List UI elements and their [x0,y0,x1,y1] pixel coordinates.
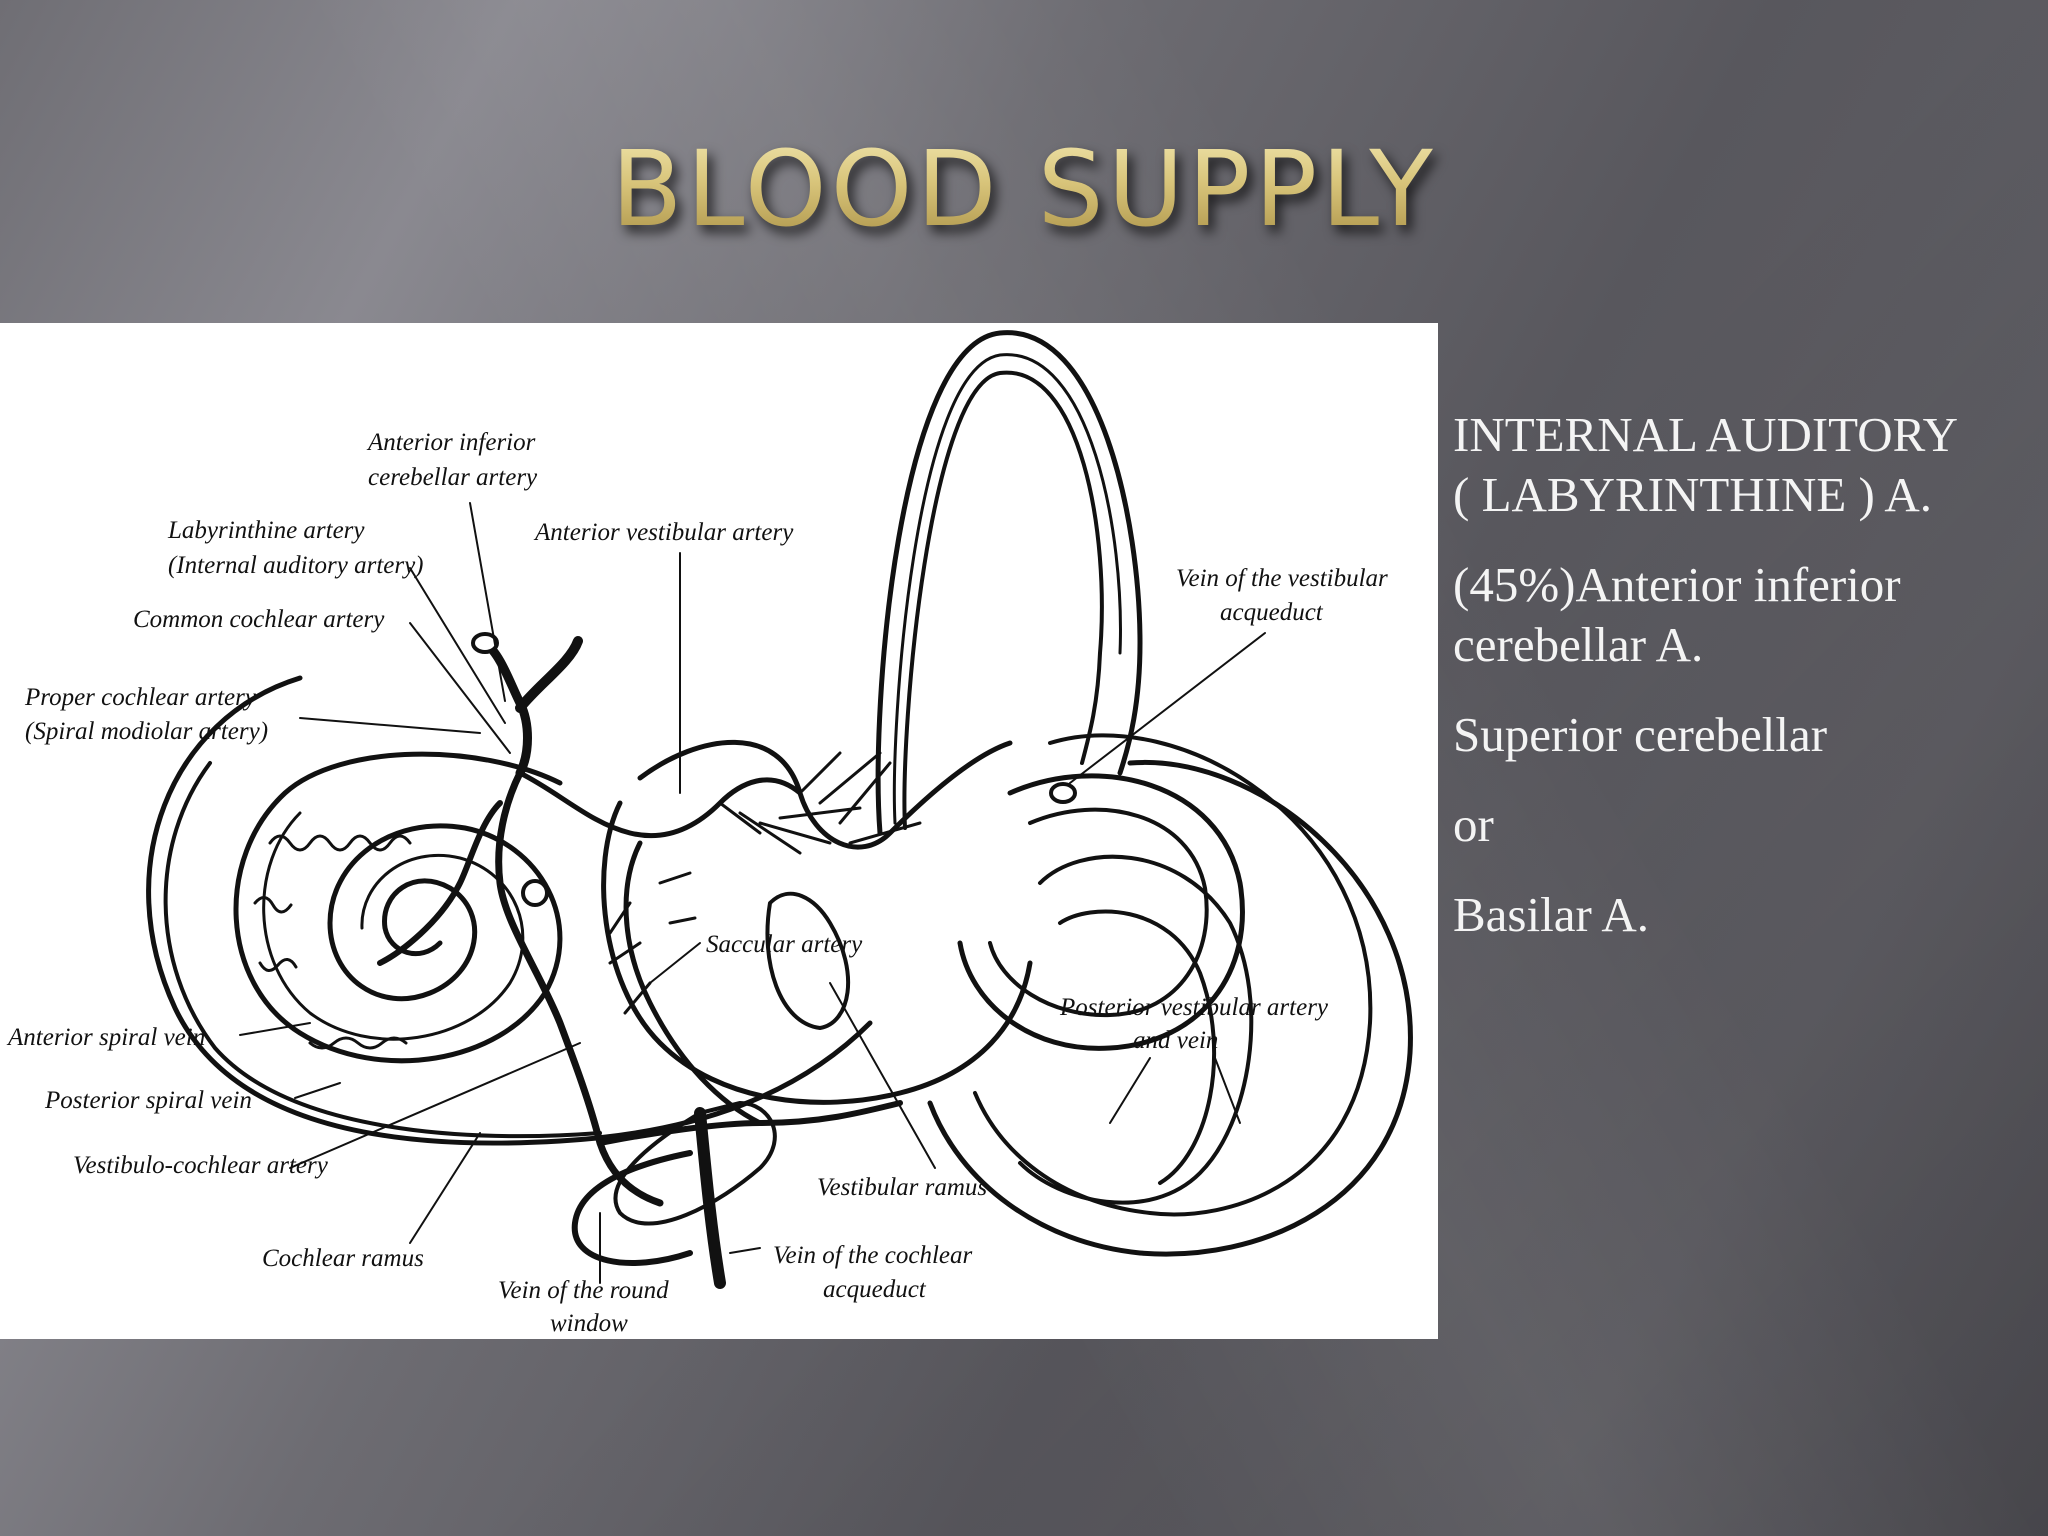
cochlea-spiral-wavy [253,834,412,1050]
side-text-internal-auditory: INTERNAL AUDITORY ( LABYRINTHINE ) A. [1453,405,2033,525]
cochlea-outline [146,675,873,1146]
label-aica-1: Anterior inferior [366,429,536,456]
label-common-cochlear: Common cochlear artery [133,606,385,633]
artery-cut-end [471,632,499,654]
side-text-aica: (45%)Anterior inferior cerebellar A. [1453,555,2033,675]
superior-canal [875,330,1143,836]
label-vein-cochlear-aqueduct-2: acqueduct [823,1276,927,1303]
common-cochlear-path [495,769,664,1207]
cochlea-spiral-inner [262,811,525,1041]
label-labyrinthine-1: Labyrinthine artery [167,517,365,544]
vestibule-body [601,800,1033,1105]
label-anterior-spiral-vein: Anterior spiral vein [6,1024,205,1051]
label-proper-cochlear-1: Proper cochlear artery [24,684,257,711]
vein-cochlear-aqueduct [694,1107,726,1289]
label-cochlear-ramus: Cochlear ramus [262,1245,424,1272]
label-vein-vestibular-aqueduct-2: acqueduct [1220,599,1324,626]
diagram-drawing: Anterior inferior cerebellar artery Laby… [6,330,1413,1337]
label-posterior-vestibular-2: and vein [1133,1027,1218,1054]
label-vein-cochlear-aqueduct-1: Vein of the cochlear [773,1242,973,1269]
label-aica-2: cerebellar artery [368,464,538,491]
saccular-branches [608,871,697,1015]
label-vein-round-window-2: window [550,1310,628,1337]
inner-ear-blood-supply-diagram: Anterior inferior cerebellar artery Laby… [0,323,1438,1339]
label-vestibular-ramus: Vestibular ramus [817,1174,987,1201]
label-proper-cochlear-2: (Spiral modiolar artery) [25,718,268,745]
proper-cochlear-path [377,800,503,966]
label-labyrinthine-2: (Internal auditory artery) [168,552,424,579]
superior-canal-inner [902,370,1104,830]
vein-vestibular-aqueduct-end [1049,782,1077,804]
leader-lines [239,502,1266,1284]
side-text-or: or [1453,797,1494,852]
superior-canal-vessel [892,353,1122,825]
vestibulo-cochlear-path [597,1100,903,1146]
posterior-vestibular-vessels [1018,854,1254,1205]
side-text-line-2: ( LABYRINTHINE ) A. [1453,467,1933,522]
label-saccular: Saccular artery [706,931,863,958]
utricle-sac [765,891,851,1030]
side-text-block: INTERNAL AUDITORY ( LABYRINTHINE ) A. (4… [1453,405,2033,975]
anterior-vestibular-path [517,770,803,839]
label-anterior-vestibular: Anterior vestibular artery [533,519,794,546]
lateral-canal [957,773,1245,1051]
posterior-canal [927,759,1413,1257]
label-posterior-spiral-vein: Posterior spiral vein [44,1087,252,1114]
cochlea-outer-wall [163,761,602,1139]
lateral-canal-inner [988,807,1209,1018]
label-vein-round-window-1: Vein of the round [498,1277,669,1304]
side-text-line-1: INTERNAL AUDITORY [1453,407,1958,462]
label-vein-vestibular-aqueduct-1: Vein of the vestibular [1176,565,1388,592]
side-text-line-3: (45%)Anterior inferior [1453,557,1901,612]
saccular-path [623,840,763,1126]
label-vestibulo-cochlear: Vestibulo-cochlear artery [73,1152,329,1179]
side-text-basilar: Basilar A. [1453,887,1649,942]
side-text-superior-cerebellar: Superior cerebellar [1453,707,1828,762]
cochlea-spiral [233,751,563,1064]
label-posterior-vestibular-1: Posterior vestibular artery [1059,994,1329,1021]
posterior-canal-inner [973,733,1373,1217]
vein-round-window [571,1150,693,1266]
vessel-loop [521,879,549,907]
vestibular-branches [718,751,922,855]
slide-title: BLOOD SUPPLY [0,128,2048,250]
aica-branch [515,636,583,713]
side-text-line-4: cerebellar A. [1453,617,1704,672]
vestibule-outline [637,739,1013,850]
